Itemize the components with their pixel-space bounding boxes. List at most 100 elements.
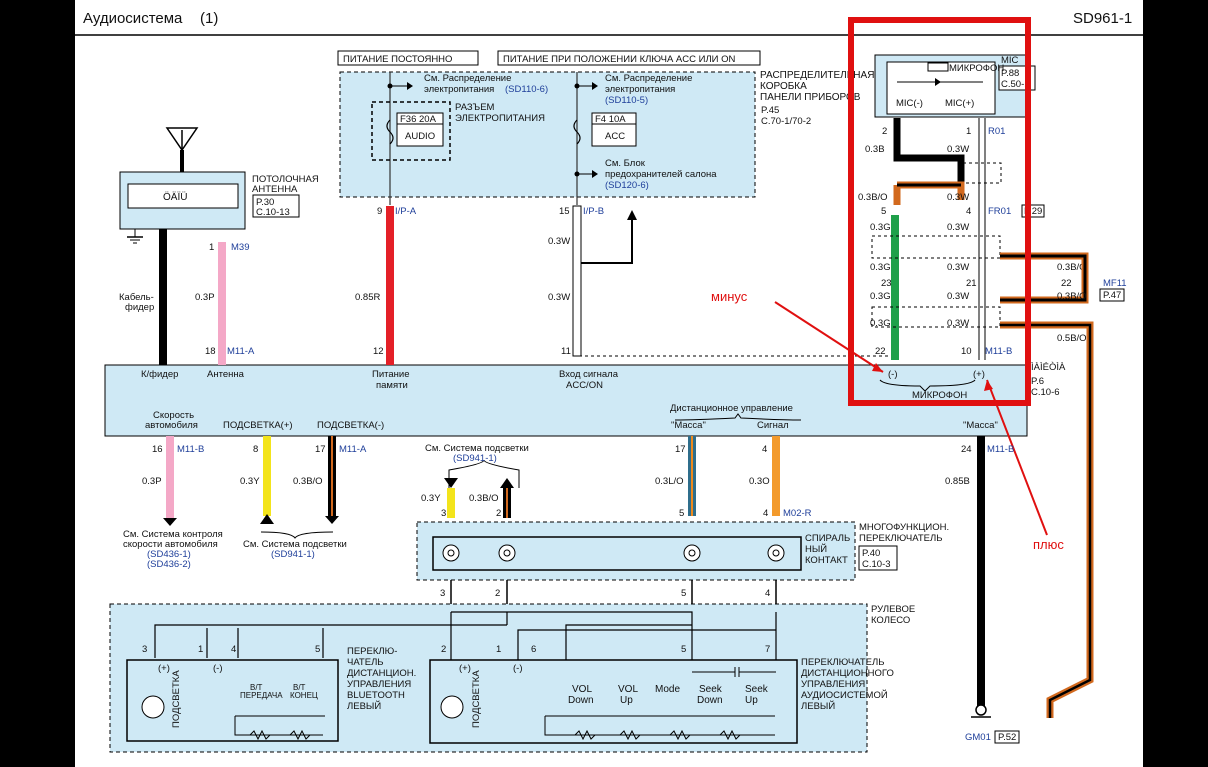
fr01-wire-w: 0.3W bbox=[947, 192, 969, 203]
bt-label4: УПРАВЛЕНИЯ bbox=[347, 679, 411, 690]
see3-line2: предохранителей салона bbox=[605, 169, 717, 180]
antenna-icon bbox=[165, 127, 199, 152]
hu-feeder-label: К/фидер bbox=[141, 369, 178, 380]
wire-illum-plus bbox=[263, 436, 271, 516]
hu-ref1: P.6 bbox=[1031, 376, 1044, 387]
remote-s-conn[interactable]: M02-R bbox=[783, 508, 812, 519]
microphone-icon bbox=[927, 62, 949, 72]
wire-0.85R bbox=[386, 206, 394, 356]
mf11-wire-w: 0.3W bbox=[947, 262, 969, 273]
cs-pin-bot-3: 3 bbox=[440, 588, 445, 599]
see2-line2: электропитания bbox=[605, 84, 675, 95]
antenna-wire-label: 0.3P bbox=[195, 292, 215, 303]
conn-ipa[interactable]: I/P-A bbox=[395, 206, 417, 217]
see2-ref[interactable]: (SD110-5) bbox=[605, 95, 648, 106]
see-illum2-bo: 0.3B/O bbox=[469, 493, 499, 504]
see-speed-1: См. Система контроля bbox=[123, 529, 223, 540]
fr01-ref: P.29 bbox=[1024, 206, 1042, 217]
btn-seek-up-2: Up bbox=[745, 695, 758, 706]
fr01-conn[interactable]: FR01 bbox=[988, 206, 1011, 217]
const-power-label: ПИТАНИЕ ПОСТОЯННО bbox=[343, 54, 452, 65]
hu-mic-minus: (-) bbox=[888, 369, 898, 380]
multi-label2: ПЕРЕКЛЮЧАТЕЛЬ bbox=[859, 533, 942, 544]
see-illum2-ref[interactable]: (SD941-1) bbox=[453, 453, 497, 464]
remote-g-wire: 0.3L/O bbox=[655, 476, 684, 487]
steering-label2: КОЛЕСО bbox=[871, 615, 910, 626]
hu-conn-m11a[interactable]: M11-A bbox=[227, 346, 255, 357]
hu-conn-m11b[interactable]: M11-B bbox=[985, 346, 1012, 357]
wire-0.3P bbox=[218, 242, 226, 356]
cs-pin-top-3: 3 bbox=[441, 508, 446, 519]
fr01-pin-right: 4 bbox=[966, 206, 971, 217]
illum-p-pin: 8 bbox=[253, 444, 258, 455]
cs-label1: СПИРАЛЬ bbox=[805, 533, 850, 544]
mf11-pin-right: 21 bbox=[966, 278, 977, 289]
spiral-icon bbox=[683, 544, 701, 562]
mic-name: МИКРОФОН bbox=[949, 63, 1004, 74]
cable-label1: Кабель- bbox=[119, 292, 154, 303]
conn-ipb[interactable]: I/P-B bbox=[583, 206, 604, 217]
see3-ref[interactable]: (SD120-6) bbox=[605, 180, 649, 191]
jb-ref1: P.45 bbox=[761, 105, 779, 116]
mf11-wire-g: 0.3G bbox=[870, 262, 891, 273]
see-illum-ref[interactable]: (SD941-1) bbox=[271, 549, 315, 560]
fuse-acc bbox=[591, 112, 637, 147]
audio-pin-7: 7 bbox=[765, 644, 770, 655]
cs-pin-bot-4: 4 bbox=[765, 588, 770, 599]
cable-label2: фидер bbox=[125, 302, 154, 313]
btn-seek-down-2: Down bbox=[697, 695, 723, 706]
ground-conn[interactable]: M11-B bbox=[987, 444, 1014, 455]
mic-conn[interactable]: R01 bbox=[988, 126, 1005, 137]
hu-remote-gnd: "Масса" bbox=[671, 420, 706, 431]
mf11-wire-g2: 0.3G bbox=[870, 291, 891, 302]
audio-pin-6: 6 bbox=[531, 644, 536, 655]
hu-remote-sig: Сигнал bbox=[757, 420, 789, 431]
illum-m-conn[interactable]: M11-A bbox=[339, 444, 367, 455]
illum-m-pin: 17 bbox=[315, 444, 326, 455]
hu-mem-label2: памяти bbox=[376, 380, 408, 391]
cs-pin-top-5: 5 bbox=[679, 508, 684, 519]
multi-label1: МНОГОФУНКЦИОН. bbox=[859, 522, 949, 533]
fr01-wire-w2: 0.3W bbox=[947, 222, 969, 233]
ground-gm-ref: P.52 bbox=[998, 732, 1016, 743]
jb-ref2: C.70-1/70-2 bbox=[761, 116, 811, 127]
diagram-code: SD961-1 bbox=[1073, 10, 1132, 27]
hu-illum-plus: ПОДСВЕТКА(+) bbox=[223, 420, 293, 431]
see-speed-ref1[interactable]: (SD436-1) bbox=[147, 549, 191, 560]
mf11-wire-w3: 0.3W bbox=[947, 318, 969, 329]
see1-ref[interactable]: (SD110-6) bbox=[505, 84, 548, 95]
bulb-icon bbox=[440, 695, 464, 719]
see-speed-ref2[interactable]: (SD436-2) bbox=[147, 559, 191, 570]
antenna-name1: ПОТОЛОЧНАЯ bbox=[252, 174, 319, 185]
ground-pin: 24 bbox=[961, 444, 972, 455]
jb-name-2: КОРОБКА bbox=[760, 81, 807, 92]
mic-wire-w: 0.3W bbox=[947, 144, 969, 155]
cs-ref1: P.40 bbox=[862, 548, 880, 559]
btn-vol-up-1: VOL bbox=[618, 684, 638, 695]
pin-ipb: 15 bbox=[559, 206, 570, 217]
hu-gnd-label: "Масса" bbox=[963, 420, 998, 431]
speed-conn[interactable]: M11-B bbox=[177, 444, 204, 455]
see3-line1: См. Блок bbox=[605, 158, 646, 169]
audio-plus: (+) bbox=[459, 663, 471, 674]
antenna-conn[interactable]: M39 bbox=[231, 242, 249, 253]
annotation-plus: плюс bbox=[1033, 537, 1064, 552]
fr01-wire-g: 0.3G bbox=[870, 222, 891, 233]
btn-seek-down-1: Seek bbox=[699, 684, 723, 695]
ground-point-icon bbox=[975, 704, 987, 716]
remote-g-pin: 17 bbox=[675, 444, 686, 455]
connector-line2: ЭЛЕКТРОПИТАНИЯ bbox=[455, 113, 545, 124]
ground-gm[interactable]: GM01 bbox=[965, 732, 991, 743]
see-illum2-line: См. Система подсветки bbox=[425, 443, 529, 454]
illum-m-wire: 0.3B/O bbox=[293, 476, 323, 487]
cs-ref2: C.10-3 bbox=[862, 559, 891, 570]
mic-minus-label: MIC(-) bbox=[896, 98, 923, 109]
fuse-audio-name: AUDIO bbox=[405, 131, 435, 142]
clock-spring bbox=[432, 536, 802, 571]
mf11-conn[interactable]: MF11 bbox=[1103, 278, 1127, 289]
illum-p-wire: 0.3Y bbox=[240, 476, 260, 487]
cs-label3: КОНТАКТ bbox=[805, 555, 848, 566]
hu-acc-label2: ACC/ON bbox=[566, 380, 603, 391]
wire-remote-sig bbox=[772, 436, 780, 516]
bt-pin-5: 5 bbox=[315, 644, 320, 655]
